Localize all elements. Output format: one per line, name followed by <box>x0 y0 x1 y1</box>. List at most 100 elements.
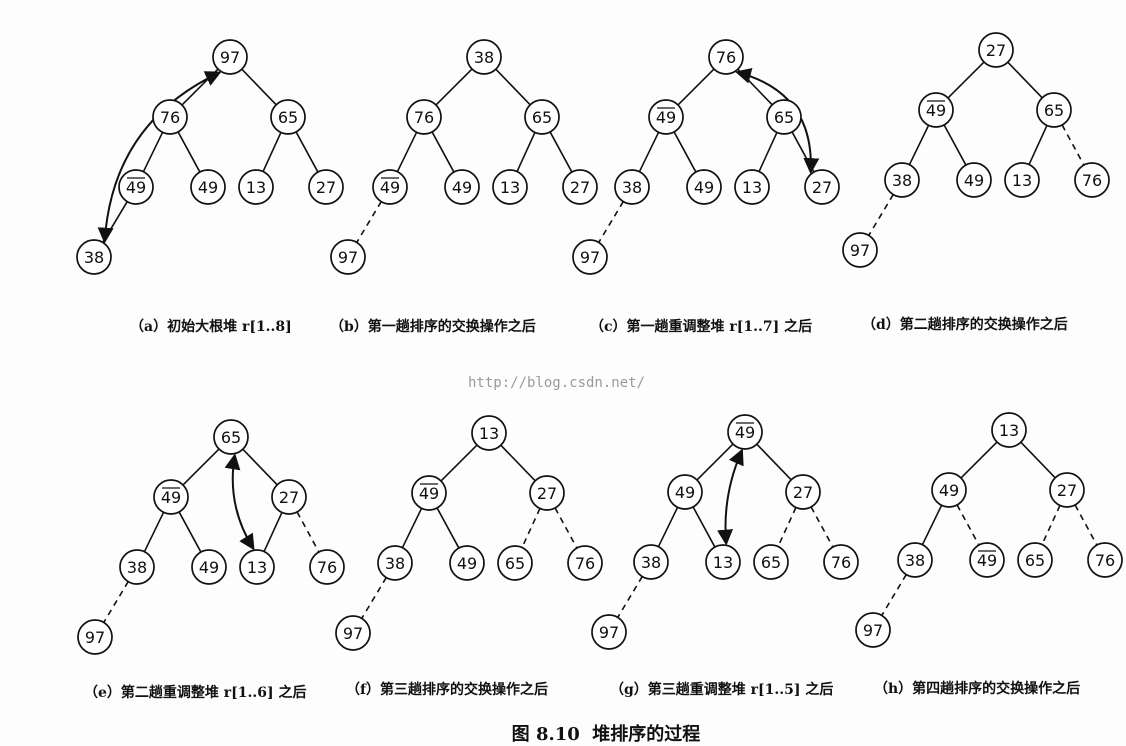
node-circle <box>1087 542 1123 578</box>
node-label: 97 <box>580 248 600 267</box>
node-label: 27 <box>537 484 557 503</box>
node-circle <box>529 475 565 511</box>
node-label: 97 <box>338 248 358 267</box>
heap-node: 97 <box>330 239 366 275</box>
node-label: 49 <box>675 483 695 502</box>
node-circle <box>377 545 413 581</box>
heap-node: 38 <box>614 169 650 205</box>
heap-node: 49 <box>727 414 763 450</box>
heap-node: 38 <box>377 545 413 581</box>
node-circle <box>931 472 967 508</box>
node-circle <box>1004 162 1040 198</box>
heap-node: 76 <box>152 99 188 135</box>
node-circle <box>567 545 603 581</box>
panel-caption: （e）第二趟重调整堆 r[1..6] 之后 <box>84 684 307 701</box>
tree-edge <box>638 131 660 173</box>
tree-edge <box>516 132 536 172</box>
sorted-link-dashed <box>103 581 129 623</box>
heap-node: 49 <box>648 99 684 135</box>
node-circle <box>991 412 1027 448</box>
node-circle <box>191 549 227 585</box>
node-label: 49 <box>735 423 755 442</box>
tree-edge <box>1007 61 1043 99</box>
node-circle <box>238 169 274 205</box>
node-label: 49 <box>694 178 714 197</box>
node-circle <box>842 232 878 268</box>
tree-edge <box>657 506 679 548</box>
heap-node: 76 <box>1087 542 1123 578</box>
tree-edge <box>263 512 283 552</box>
heap-node: 65 <box>497 545 533 581</box>
node-circle <box>309 549 345 585</box>
tree-edge <box>241 68 277 106</box>
node-circle <box>190 169 226 205</box>
tree-edge <box>401 507 423 549</box>
tree-edge <box>677 68 715 106</box>
node-circle <box>119 549 155 585</box>
node-circle <box>1049 472 1085 508</box>
node-circle <box>449 545 485 581</box>
heap-node: 65 <box>524 99 560 135</box>
tree-edge <box>960 441 998 479</box>
heap-node: 49 <box>153 479 189 515</box>
node-label: 76 <box>1095 551 1115 570</box>
node-label: 38 <box>641 553 661 572</box>
figure-title: 图 8.10 堆排序的过程 <box>512 723 701 745</box>
node-label: 97 <box>863 621 883 640</box>
tree-edge <box>178 511 202 553</box>
node-label: 65 <box>1044 101 1064 120</box>
sorted-link-dashed <box>868 194 894 236</box>
node-label: 65 <box>1025 551 1045 570</box>
node-label: 38 <box>892 171 912 190</box>
node-circle <box>1017 542 1053 578</box>
sorted-link-dashed <box>810 506 834 548</box>
node-label: 49 <box>380 178 400 197</box>
heap-node: 27 <box>271 479 307 515</box>
sorted-link-dashed <box>1061 124 1085 166</box>
node-circle <box>270 99 306 135</box>
heap-node: 27 <box>978 32 1014 68</box>
node-circle <box>804 169 840 205</box>
heap-node: 13 <box>991 412 1027 448</box>
node-circle <box>614 169 650 205</box>
sorted-link-dashed <box>598 201 624 243</box>
node-label: 27 <box>812 178 832 197</box>
node-label: 13 <box>479 424 499 443</box>
node-label: 76 <box>317 558 337 577</box>
sorted-link-dashed <box>296 511 320 553</box>
tree-edge <box>262 132 282 172</box>
node-circle <box>524 99 560 135</box>
node-circle <box>239 549 275 585</box>
sorted-link-dashed <box>1074 504 1098 546</box>
node-label: 13 <box>1012 171 1032 190</box>
node-circle <box>444 169 480 205</box>
node-label: 13 <box>999 421 1019 440</box>
node-circle <box>77 619 113 655</box>
heap-node: 97 <box>212 39 248 75</box>
heap-node: 49 <box>667 474 703 510</box>
heap-node: 65 <box>270 99 306 135</box>
heap-node: 97 <box>842 232 878 268</box>
heap-node: 49 <box>118 169 154 205</box>
swap-arrow <box>717 448 744 546</box>
tree-edge <box>696 443 734 481</box>
heap-node: 13 <box>705 544 741 580</box>
node-label: 49 <box>419 484 439 503</box>
node-label: 65 <box>774 108 794 127</box>
node-circle <box>686 169 722 205</box>
heap-node: 13 <box>239 549 275 585</box>
node-circle <box>335 615 371 651</box>
heap-node: 76 <box>1074 162 1110 198</box>
node-label: 65 <box>278 108 298 127</box>
tree-edge <box>943 124 967 166</box>
tree-edge <box>177 131 201 173</box>
tree-edge <box>1020 441 1056 479</box>
node-circle <box>633 544 669 580</box>
tree-edge <box>1028 125 1048 165</box>
sorted-link-dashed <box>521 508 541 548</box>
sorted-link-dashed <box>1041 505 1061 545</box>
